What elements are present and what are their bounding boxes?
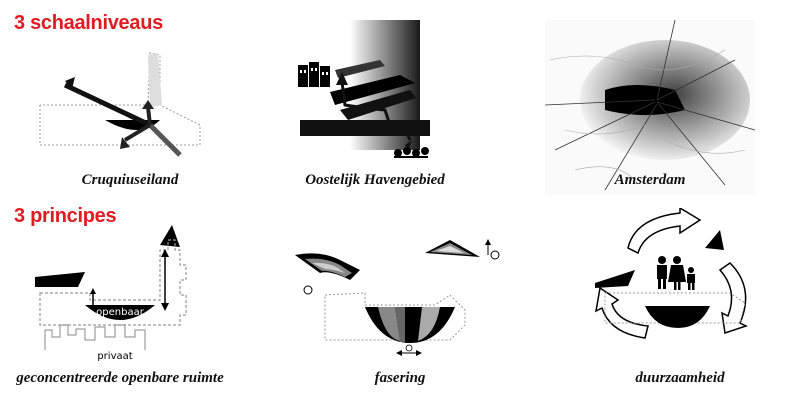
section-title-scale-levels: 3 schaalniveaus [14,12,163,34]
trees-icon [394,147,429,158]
oostelijk-havengebied-diagram [298,20,430,158]
cycle-arrow-right [718,262,748,334]
label-public: openbaar [96,307,145,318]
route-arrow-south [123,123,152,142]
caption-concentrated-public-space: geconcentreerde openbare ruimte [16,370,224,386]
label-private: privaat [97,351,132,362]
caption-cruquiuseiland: Cruquiuseiland [81,172,179,188]
caption-oostelijk-havengebied: Oostelijk Havengebied [305,172,445,188]
route-arrow-west [63,82,152,128]
canal-houses-icon [298,62,330,87]
clock-icon [303,285,313,295]
public-space-shape [645,306,710,328]
clock-icon [490,250,500,260]
cycle-arrow-top [627,208,702,255]
family-icon [657,256,695,290]
section-title-principles: 3 principes [14,205,117,227]
concentrated-public-space-diagram: openbaar privaat [35,225,187,362]
route-arrow-east [148,123,182,157]
cycle-arrow-left [595,286,649,339]
amsterdam-map-diagram [545,20,755,195]
caption-sustainability: duurzaamheid [635,370,725,386]
cruquiuseiland-diagram [39,52,201,157]
caption-amsterdam: Amsterdam [614,172,686,188]
phasing-diagram [295,239,500,356]
sustainability-cycle-diagram [595,208,748,339]
route-arrow-north [146,106,152,126]
caption-phasing: fasering [374,370,426,386]
route-arrow [340,81,412,141]
public-space-shape [85,305,155,320]
